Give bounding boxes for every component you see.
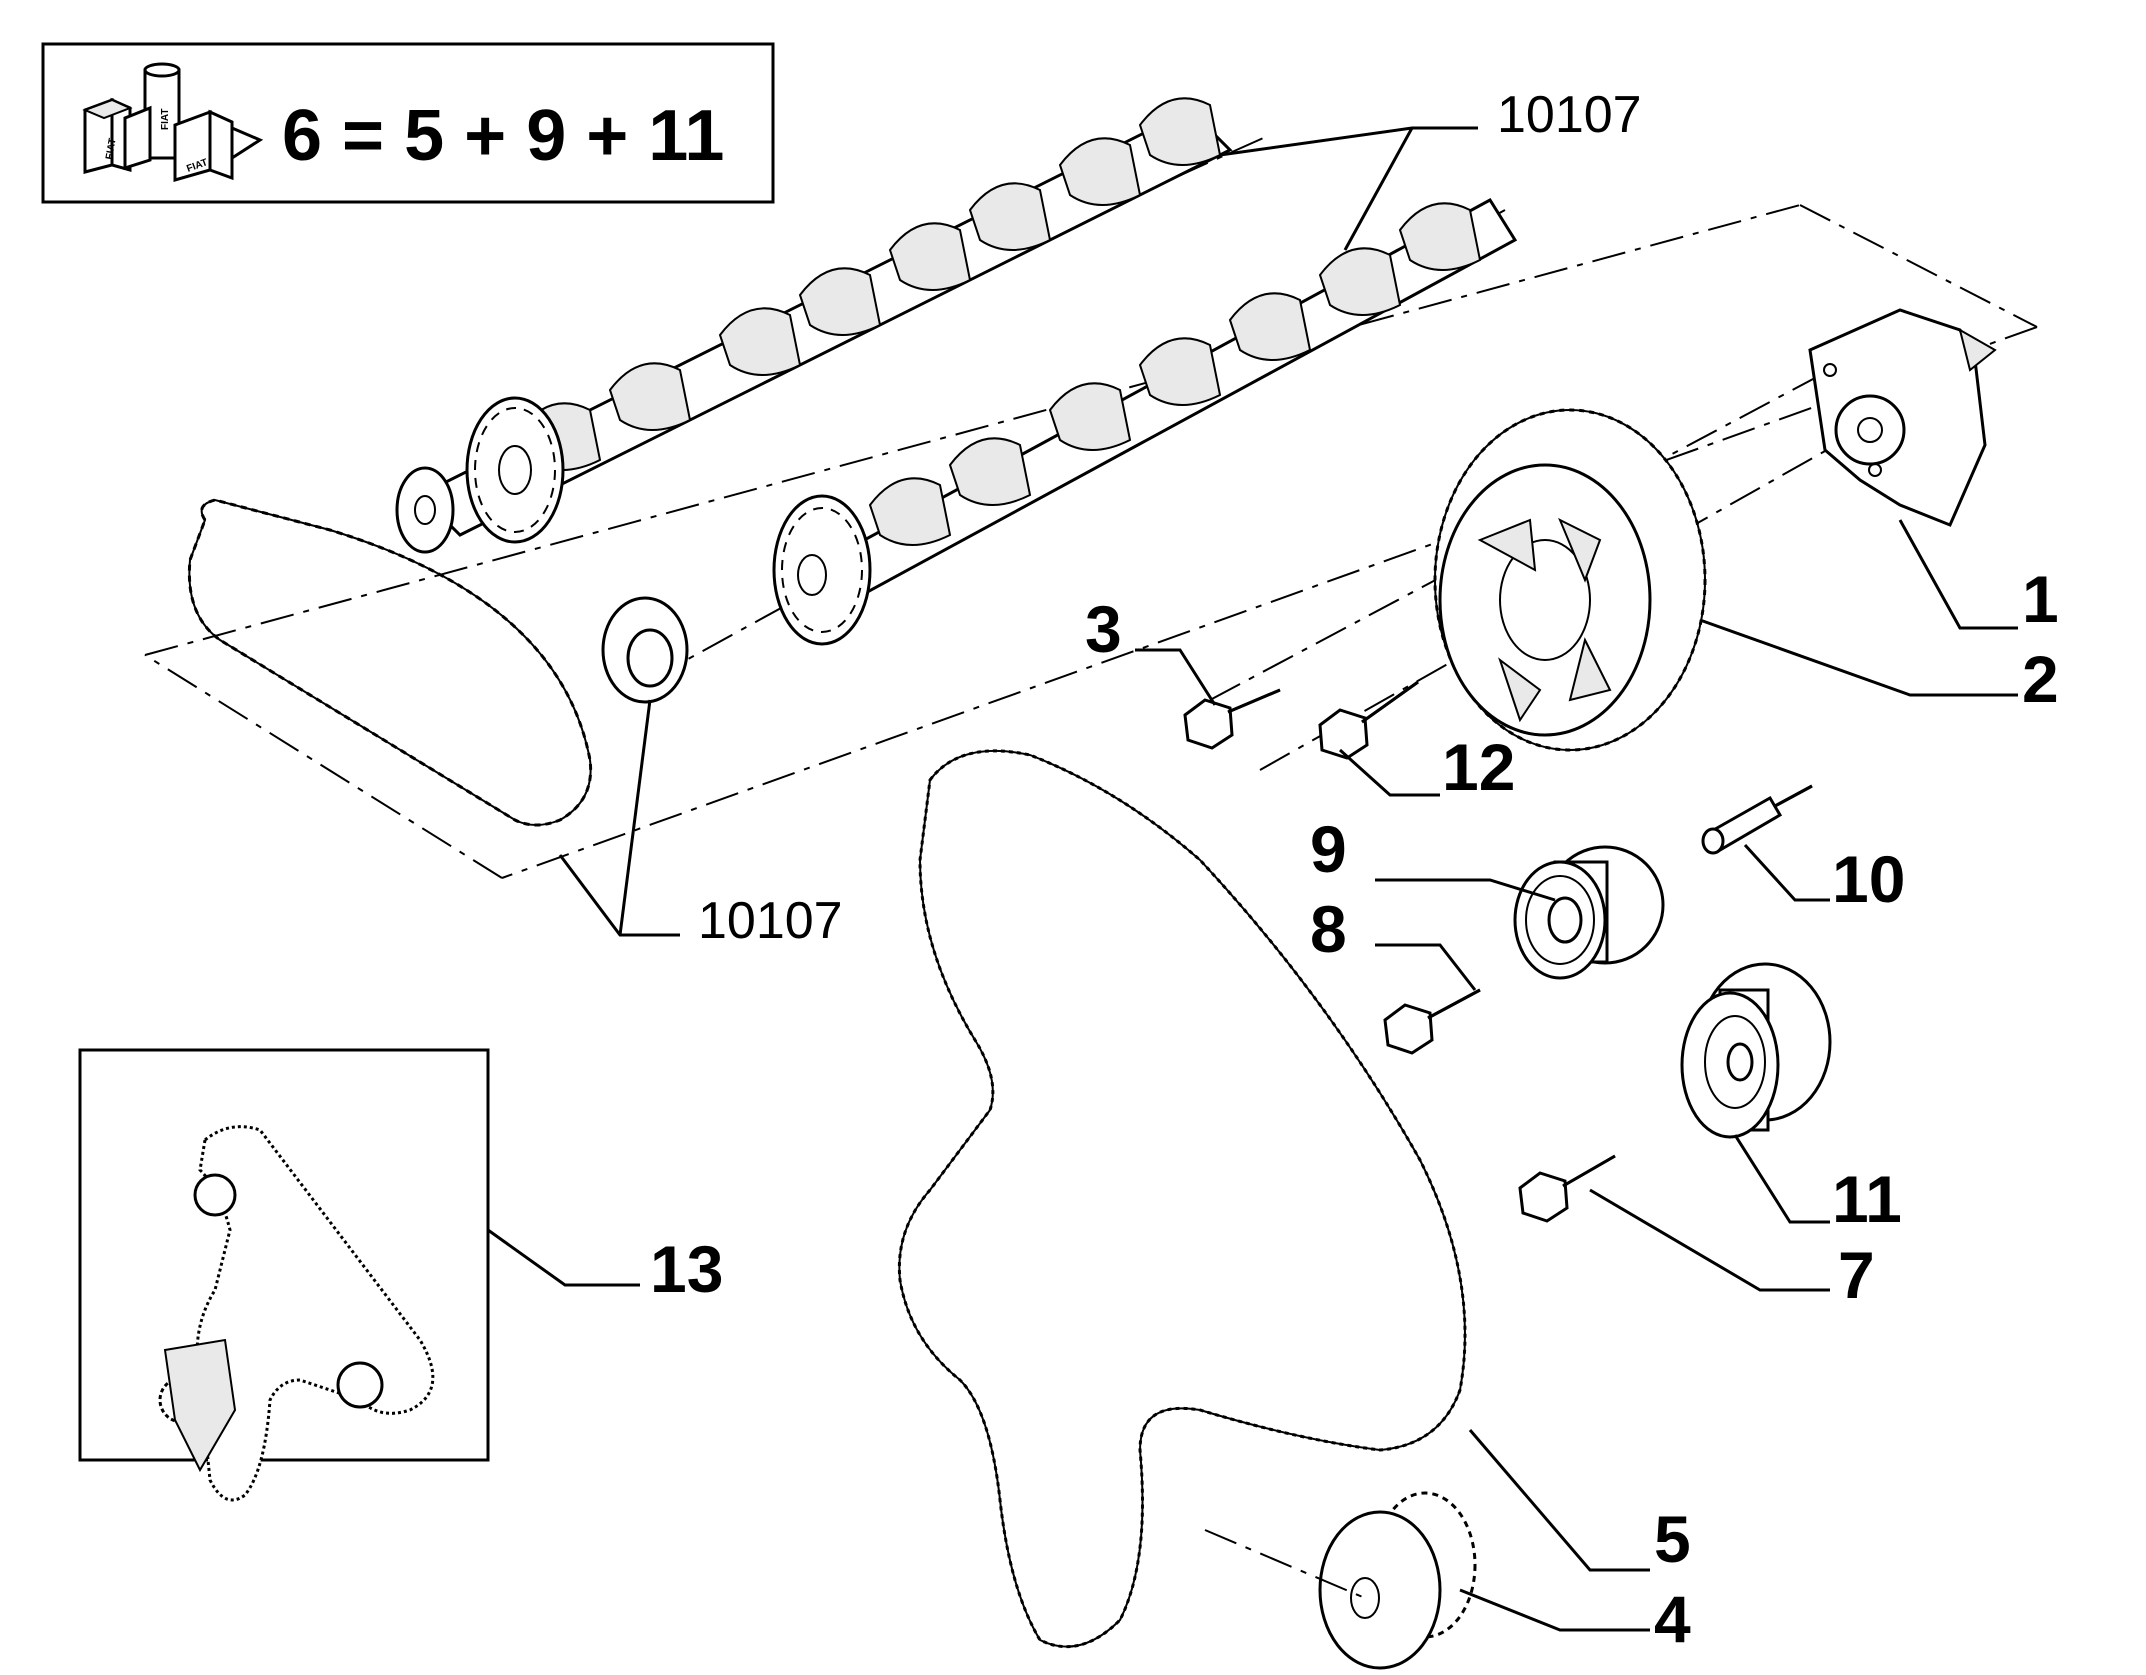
tensioner-roller <box>1680 962 1832 1139</box>
camshaft-toothed-pulley <box>1433 408 1707 752</box>
callout-5: 5 <box>1654 1502 1691 1576</box>
callout-2: 2 <box>2022 642 2059 716</box>
callout-3: 3 <box>1085 592 1122 666</box>
camshaft-exhaust <box>772 198 1518 646</box>
bolt-8 <box>1383 988 1481 1055</box>
camshaft-intake <box>395 97 1233 554</box>
idler-roller <box>1513 845 1665 980</box>
kit-formula: 6 = 5 + 9 + 11 <box>282 96 724 176</box>
callout-8: 8 <box>1310 892 1347 966</box>
reference-10107-upper: 10107 <box>1497 86 1642 144</box>
cover-plate <box>1808 308 1997 527</box>
callout-11: 11 <box>1832 1162 1902 1236</box>
callout-12: 12 <box>1442 730 1515 804</box>
kit-header-frame <box>41 42 775 204</box>
callout-13: 13 <box>650 1232 723 1306</box>
inset-frame <box>78 1048 490 1462</box>
leader-lines <box>487 126 2018 1632</box>
kit-brand-label-3: FIAT <box>160 109 171 130</box>
camshaft-sprocket-lower <box>772 494 872 646</box>
callout-4: 4 <box>1654 1582 1691 1656</box>
callout-1: 1 <box>2022 562 2059 636</box>
callout-9: 9 <box>1310 812 1347 886</box>
camshaft-sprocket-upper <box>465 396 565 544</box>
kit-boxes-icon: FIAT FIAT FIAT <box>82 62 264 182</box>
callout-10: 10 <box>1832 842 1905 916</box>
timing-chain <box>187 498 593 827</box>
kit-brand-label: FIAT <box>104 137 119 160</box>
belt-routing-inset <box>78 1048 490 1502</box>
bolt-3 <box>1183 688 1281 750</box>
crankshaft-pulley <box>1318 1491 1477 1670</box>
stud <box>1701 784 1813 855</box>
callout-7: 7 <box>1838 1238 1875 1312</box>
timing-belt <box>897 749 1467 1649</box>
bolt-7 <box>1518 1154 1616 1223</box>
bolt-12 <box>1318 680 1419 760</box>
reference-10107-lower: 10107 <box>698 892 843 950</box>
kit-header: FIAT FIAT FIAT 6 = 5 + 9 + 11 <box>41 42 775 204</box>
oil-seal <box>601 596 689 704</box>
